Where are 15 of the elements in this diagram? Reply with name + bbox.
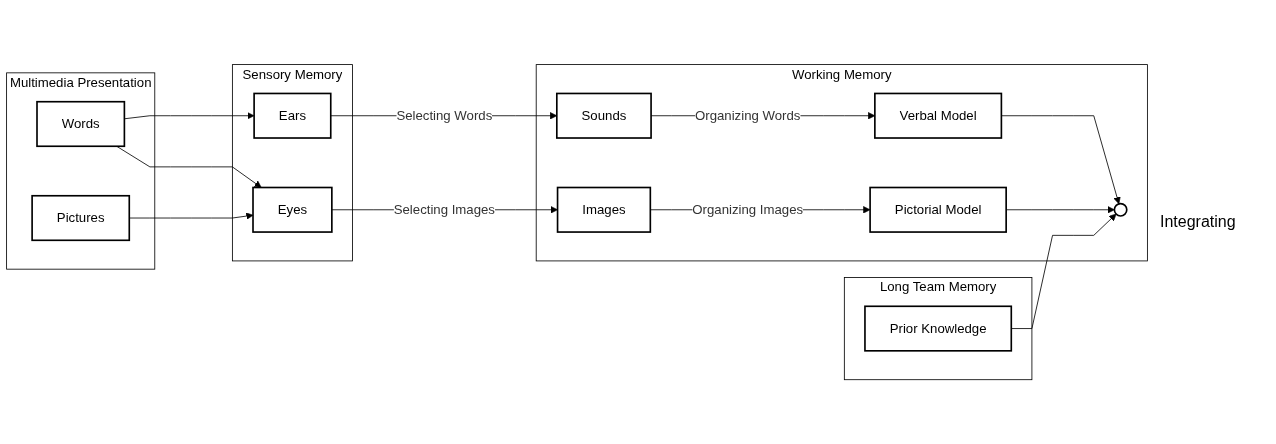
- node-box: Verbal Model: [874, 92, 1003, 139]
- node-box: Pictures: [31, 194, 131, 241]
- edge-label: Selecting Words: [396, 108, 493, 123]
- node-box: Ears: [253, 92, 332, 139]
- node-box: Images: [556, 186, 652, 233]
- node-circle: [1113, 202, 1128, 217]
- node-box: Pictorial Model: [869, 186, 1007, 233]
- edge-label: Selecting Images: [393, 202, 495, 217]
- note-text: Integrating: [1160, 213, 1237, 231]
- edge-label: Organizing Words: [695, 108, 801, 123]
- node-box: Prior Knowledge: [864, 305, 1013, 352]
- node-box: Eyes: [252, 186, 333, 233]
- edge-label: Organizing Images: [692, 202, 804, 217]
- node-box: Words: [36, 100, 126, 147]
- node-box: Sounds: [556, 92, 652, 139]
